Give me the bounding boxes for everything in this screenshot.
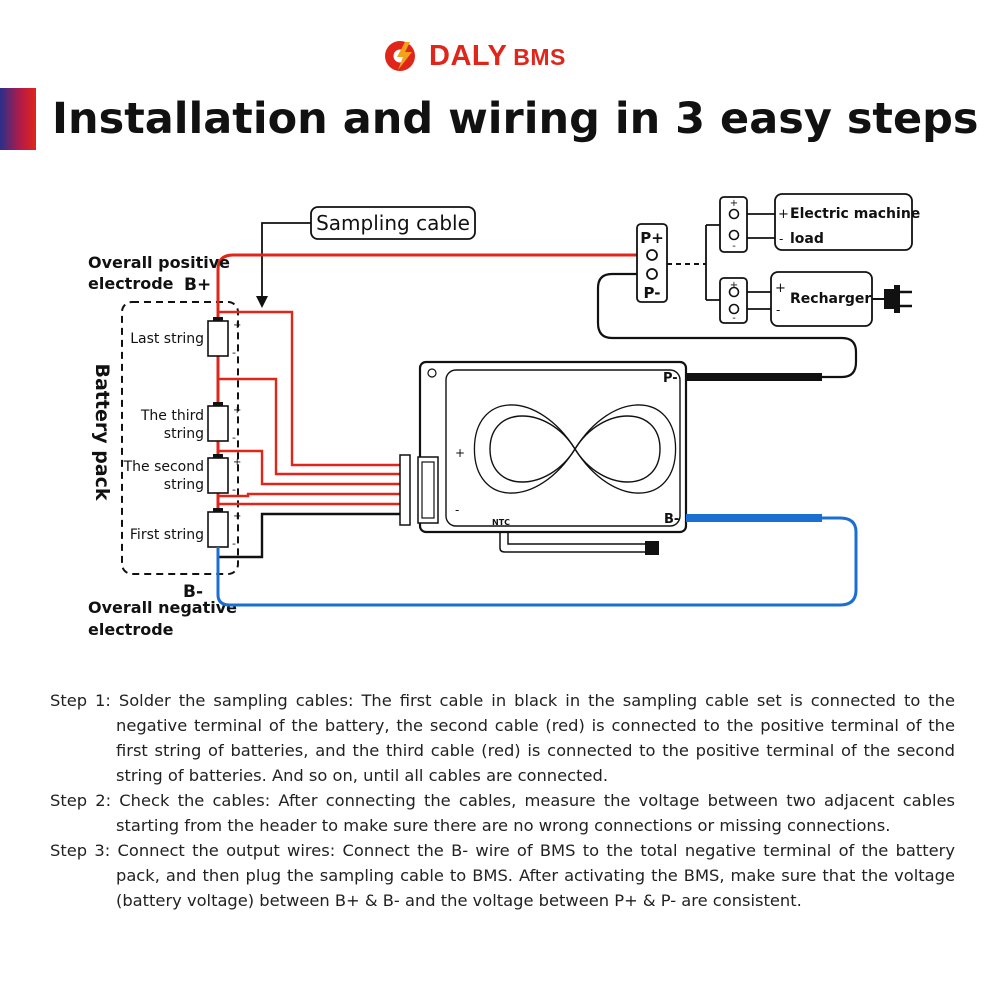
svg-text:-: -: [232, 346, 236, 359]
bms-p-minus-label: P-: [663, 371, 678, 386]
battery-pack-label: Battery pack: [91, 363, 113, 500]
cell-third: + -: [207, 402, 241, 444]
recharger-label: Recharger: [790, 291, 871, 307]
svg-text:+: +: [233, 320, 241, 331]
electric-machine-box: [774, 193, 913, 251]
step-2-text: Check the cables: After connecting the c…: [116, 791, 955, 835]
step-3-prefix: Step 3:: [50, 841, 111, 860]
svg-text:+: +: [233, 405, 241, 416]
svg-text:-: -: [232, 537, 236, 550]
svg-text:-: -: [232, 431, 236, 444]
sampling-connector-plug: [399, 454, 411, 526]
svg-text:-: -: [732, 313, 736, 324]
ntc-cable: [499, 532, 655, 553]
cell-second: + -: [207, 454, 241, 496]
bms-b-minus-label: B-: [664, 512, 679, 527]
overall-negative-label-1: Overall negative: [88, 598, 237, 617]
svg-text:-: -: [779, 232, 783, 246]
step-2: Step 2: Check the cables: After connecti…: [50, 788, 955, 838]
b-minus-label: B-: [183, 582, 203, 602]
cell-last: + -: [207, 317, 241, 359]
power-plug-icon: [872, 285, 912, 313]
sampling-cable-arrow: [261, 222, 311, 302]
svg-text:-: -: [232, 483, 236, 496]
p-minus-terminal-icon: [646, 268, 658, 280]
svg-text:+: +: [233, 511, 241, 522]
cell-first: + -: [207, 508, 241, 550]
label-second-string-1: The second: [123, 459, 204, 475]
label-first-string: First string: [130, 527, 204, 543]
mount-hole-icon: [427, 368, 437, 378]
sampling-wire-last: [218, 310, 402, 467]
infinity-logo-inner-icon: [489, 415, 661, 483]
sampling-wire-third: [218, 449, 402, 486]
recharger-terminal-block: [719, 277, 748, 324]
sampling-wire-fourth: [218, 377, 402, 476]
p-minus-return-wire: [596, 272, 858, 379]
ntc-label: NTC: [492, 518, 510, 527]
p-plus-label: P+: [640, 229, 664, 247]
overall-positive-wire: [216, 253, 646, 321]
svg-text:+: +: [730, 280, 738, 291]
step-1-prefix: Step 1:: [50, 691, 111, 710]
bms-inner-panel: [445, 369, 681, 527]
bms-minus-label: -: [455, 503, 459, 517]
load-terminal-block: [719, 196, 748, 253]
svg-text:-: -: [732, 241, 736, 252]
step-1: Step 1: Solder the sampling cables: The …: [50, 688, 955, 788]
label-third-string-1: The third: [140, 408, 204, 424]
svg-text:+: +: [730, 198, 738, 209]
step-2-prefix: Step 2:: [50, 791, 112, 810]
step-3: Step 3: Connect the output wires: Connec…: [50, 838, 955, 913]
b-plus-label: B+: [184, 275, 211, 295]
daly-logo-icon: [385, 41, 415, 71]
overall-positive-label-1: Overall positive: [88, 253, 230, 272]
wiring-diagram: Sampling cable + - + - + - + - Last stri…: [88, 193, 920, 639]
sampling-wire-second: [218, 492, 402, 506]
label-second-string-2: string: [164, 477, 204, 493]
page-title: Installation and wiring in 3 easy steps: [52, 94, 979, 144]
svg-text:-: -: [776, 303, 780, 317]
bms-plus-label: +: [455, 446, 465, 460]
title-accent-bar: [0, 88, 36, 150]
overall-positive-label-2: electrode: [88, 274, 174, 293]
arrow-head-icon: [256, 296, 268, 308]
sampling-wire-black: [218, 512, 402, 559]
step-3-text: Connect the output wires: Connect the B-…: [116, 841, 955, 910]
electric-machine-label: Electric machine: [790, 206, 920, 222]
load-label: load: [790, 231, 824, 247]
overall-negative-label-2: electrode: [88, 620, 174, 639]
svg-text:+: +: [233, 457, 241, 468]
p-minus-label: P-: [644, 284, 661, 302]
sampling-cable-label: Sampling cable: [316, 211, 470, 235]
overall-negative-wire: [216, 516, 858, 607]
step-1-text: Solder the sampling cables: The first ca…: [116, 691, 955, 785]
p-plus-terminal-icon: [646, 249, 658, 261]
svg-text:+: +: [775, 281, 786, 296]
steps-section: Step 1: Solder the sampling cables: The …: [50, 688, 955, 913]
label-third-string-2: string: [164, 426, 204, 442]
label-last-string: Last string: [130, 331, 204, 347]
battery-pack-box: [121, 301, 239, 575]
svg-text:+: +: [778, 207, 789, 222]
